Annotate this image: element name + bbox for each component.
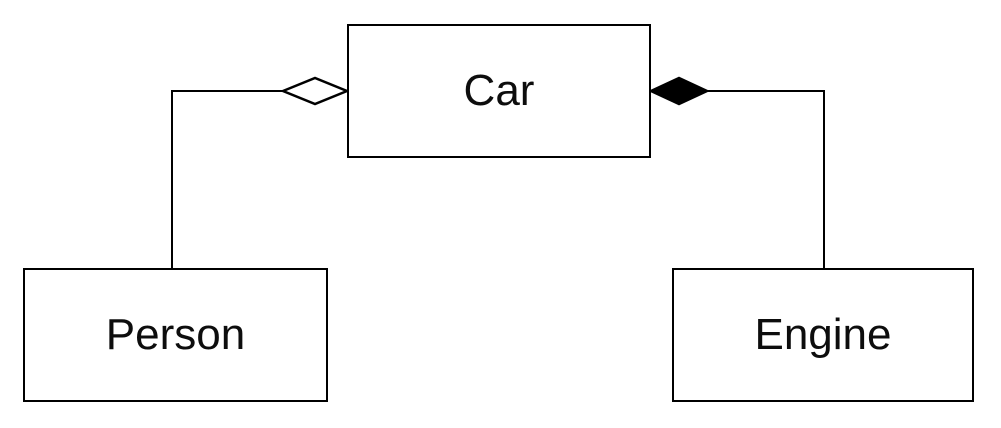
class-box-car: Car [347, 24, 651, 158]
aggregation-diamond-icon [279, 76, 351, 106]
class-box-engine: Engine [672, 268, 974, 402]
composition-diamond-icon [648, 76, 710, 106]
class-label-person: Person [105, 310, 246, 359]
class-label-engine: Engine [754, 310, 892, 359]
edge-engine-car [707, 90, 825, 268]
class-box-person: Person [23, 268, 328, 402]
class-label-car: Car [463, 66, 535, 115]
edge-person-car [171, 90, 283, 268]
